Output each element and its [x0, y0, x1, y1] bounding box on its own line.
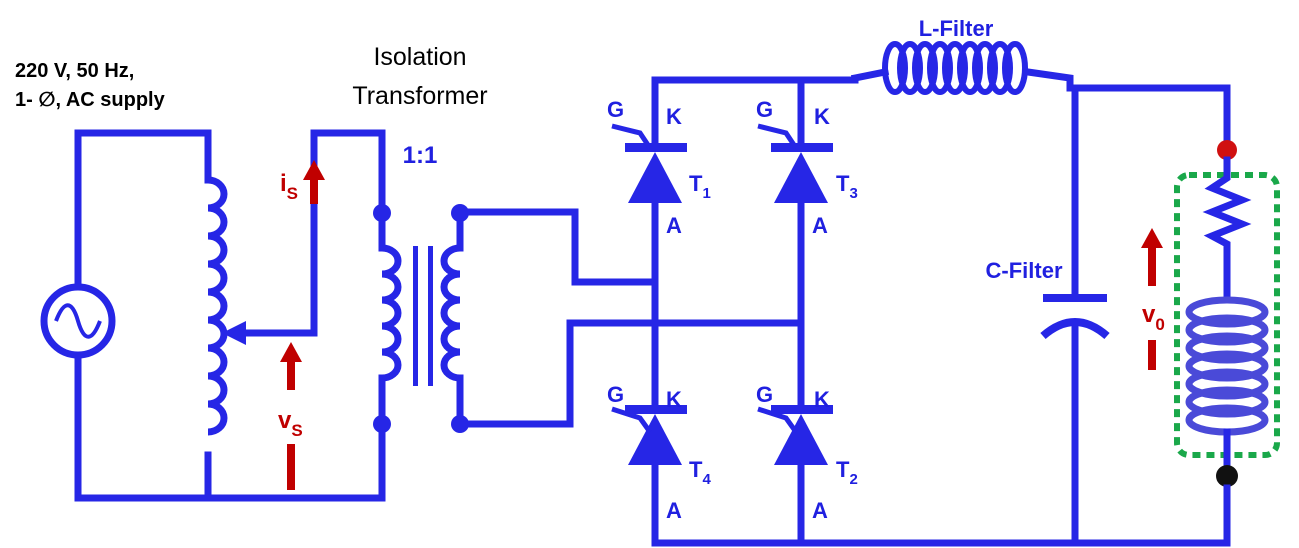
- svg-text:A: A: [666, 498, 682, 523]
- v0-voltage-arrow: [1141, 228, 1163, 370]
- svg-text:T3: T3: [836, 171, 858, 202]
- svg-text:A: A: [812, 498, 828, 523]
- load-inductor: [1185, 296, 1269, 436]
- svg-text:G: G: [607, 97, 624, 122]
- thyristor-t4: G K A T4: [607, 382, 711, 523]
- l-filter-label: L-Filter: [919, 16, 994, 41]
- svg-text:T1: T1: [689, 171, 711, 202]
- vs-label: vS: [278, 407, 303, 440]
- dot-icon: [373, 204, 391, 222]
- bridge-wiring: [651, 76, 1231, 547]
- wiper-arrowhead-icon: [222, 321, 246, 345]
- svg-text:A: A: [812, 213, 828, 238]
- svg-text:K: K: [666, 104, 682, 129]
- c-filter-capacitor: [1040, 84, 1110, 547]
- is-current-arrow: [303, 160, 325, 204]
- transformer-secondary: [440, 204, 805, 433]
- svg-text:G: G: [756, 97, 773, 122]
- l-filter-inductor: [850, 41, 1231, 152]
- svg-text:G: G: [756, 382, 773, 407]
- transformer-ratio: 1:1: [403, 142, 438, 169]
- is-label: iS: [280, 170, 298, 203]
- transformer-core: [413, 246, 433, 386]
- thyristor-t2: G K A T2: [756, 382, 858, 523]
- transformer-title-line1: Isolation: [373, 43, 466, 71]
- up-arrow-icon: [1141, 228, 1163, 248]
- c-filter-label: C-Filter: [986, 258, 1063, 283]
- load-resistor: [1202, 140, 1252, 304]
- thyristor-t1: G K A T1: [607, 97, 711, 238]
- svg-text:K: K: [814, 104, 830, 129]
- svg-text:K: K: [814, 387, 830, 412]
- ac-source: [40, 129, 116, 502]
- positive-terminal-icon: [1217, 140, 1237, 160]
- svg-text:A: A: [666, 213, 682, 238]
- dot-icon: [373, 415, 391, 433]
- source-label-line2: 1- ∅, AC supply: [15, 89, 166, 111]
- transformer-primary: [373, 204, 402, 502]
- up-arrow-icon: [280, 342, 302, 362]
- svg-text:T2: T2: [836, 457, 858, 488]
- v0-label: v0: [1142, 301, 1165, 334]
- source-label-line1: 220 V, 50 Hz,: [15, 60, 134, 82]
- negative-terminal-icon: [1216, 465, 1238, 487]
- svg-text:T4: T4: [689, 457, 711, 488]
- vs-voltage-arrow: [280, 342, 302, 490]
- svg-text:K: K: [666, 387, 682, 412]
- up-arrow-icon: [303, 160, 325, 180]
- autotransformer: [74, 129, 386, 502]
- transformer-title-line2: Transformer: [352, 82, 487, 110]
- svg-text:G: G: [607, 382, 624, 407]
- thyristor-t3: G K A T3: [756, 97, 858, 238]
